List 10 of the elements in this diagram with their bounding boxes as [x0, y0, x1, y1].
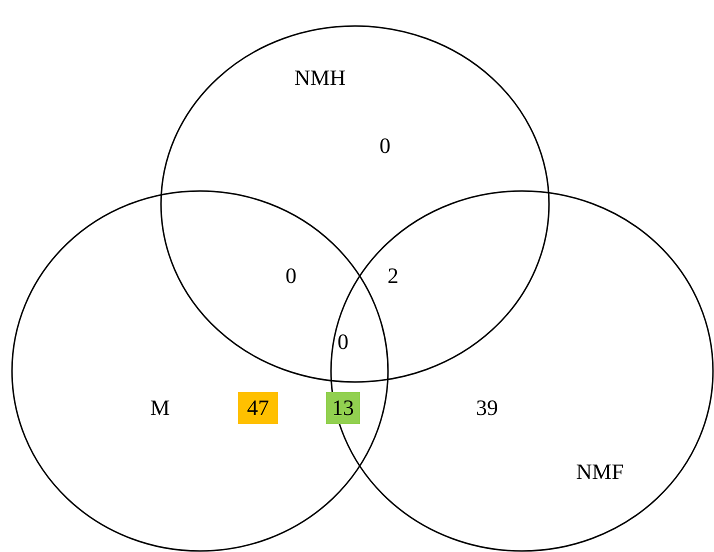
count-label: 39 [476, 397, 498, 419]
set-label: NMF [576, 461, 624, 483]
count-label: 0 [338, 331, 348, 353]
highlighted-count: 13 [326, 392, 360, 424]
set-label: M [150, 397, 170, 419]
set-label: NMH [294, 67, 346, 89]
count-label: 2 [388, 265, 398, 287]
count-label: 0 [380, 135, 390, 157]
count-label: 0 [286, 265, 296, 287]
highlighted-count: 47 [238, 392, 278, 424]
